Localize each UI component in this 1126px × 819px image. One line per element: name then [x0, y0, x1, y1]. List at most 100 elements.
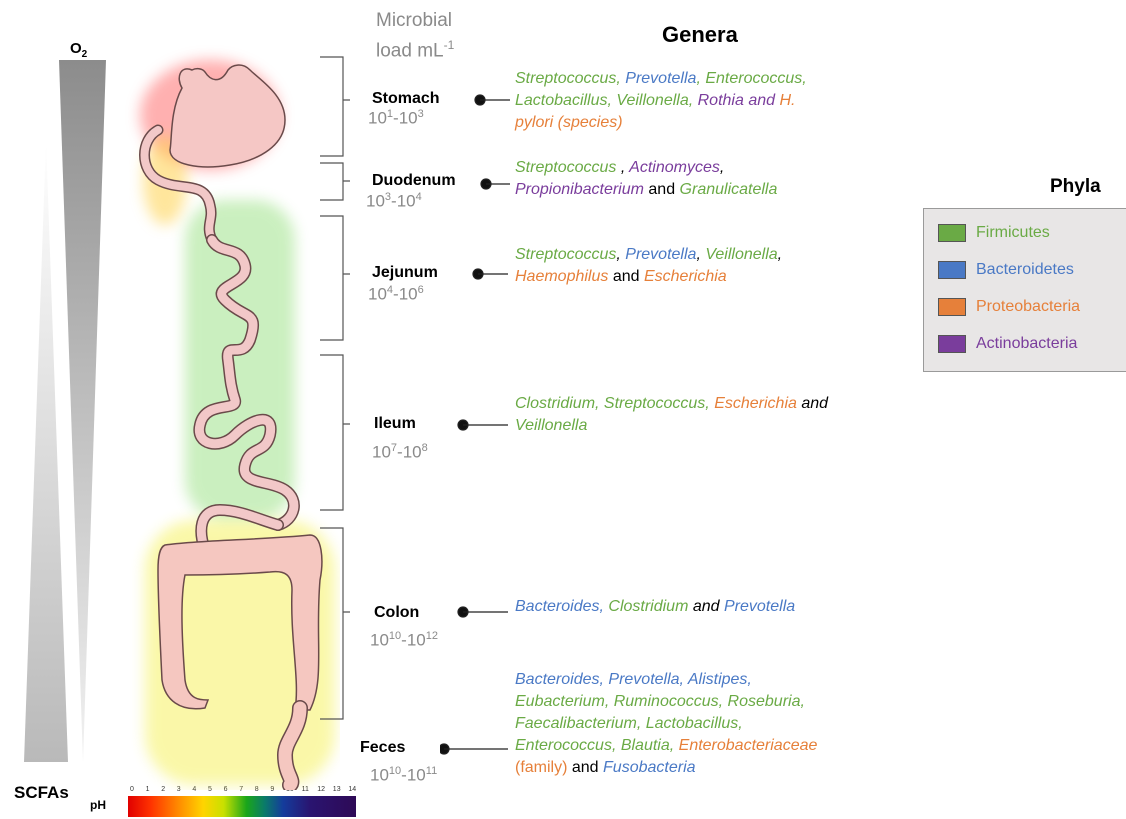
genus-text: Prevotella	[625, 246, 696, 263]
microbial-load-line2: load mL-1	[376, 33, 486, 63]
load-load-base2: 10	[397, 192, 416, 211]
genera-line: Haemophilus and Escherichia	[515, 266, 782, 288]
load-load-exp2: 6	[418, 284, 424, 296]
genus-text: Enterobacteriaceae	[679, 737, 818, 754]
load-load-base2: 10	[407, 631, 426, 650]
genus-text: Bacteroides	[515, 598, 600, 615]
genus-text: Streptococcus	[604, 395, 705, 412]
genus-text: ,	[612, 737, 621, 754]
genus-text: and	[644, 181, 680, 198]
segment-name-colon: Colon	[374, 604, 419, 622]
phyla-item-firmicutes: Firmicutes	[938, 223, 1050, 243]
genus-text: ,	[616, 246, 625, 263]
genus-text: Alistipes	[688, 671, 748, 688]
segment-name-stomach: Stomach	[372, 90, 440, 108]
phyla-label: Actinobacteria	[976, 335, 1077, 353]
genus-text: Escherichia	[644, 268, 727, 285]
genera-list-ileum: Clostridium, Streptococcus, Escherichia …	[515, 393, 828, 437]
genus-text: Blautia	[621, 737, 670, 754]
phyla-item-proteobacteria: Proteobacteria	[938, 297, 1080, 317]
o2-triangle	[59, 60, 106, 762]
phyla-swatch	[938, 224, 966, 242]
genus-text: ,	[616, 159, 629, 176]
load-load-base1: 10	[370, 766, 389, 785]
genus-text: Actinomyces	[629, 159, 720, 176]
genus-text: Clostridium	[515, 395, 595, 412]
load-load-base2: 10	[399, 109, 418, 128]
genus-text: and	[608, 268, 644, 285]
genus-text: Clostridium	[608, 598, 688, 615]
genus-text: ,	[719, 693, 728, 710]
segment-name-feces: Feces	[360, 739, 405, 757]
genus-text: Enterococcus	[705, 70, 802, 87]
load-load-exp1: 3	[385, 191, 391, 203]
genera-line: (family) and Fusobacteria	[515, 757, 817, 779]
genus-text: (family)	[515, 759, 567, 776]
load-load-base1: 10	[368, 285, 387, 304]
genus-text: Rothia and	[698, 92, 780, 109]
microbial-load-feces: 1010-1011	[370, 765, 437, 786]
load-load-exp1: 10	[389, 630, 401, 642]
genera-line: Streptococcus , Actinomyces,	[515, 157, 777, 179]
microbial-load-ileum: 107-108	[372, 442, 428, 463]
genus-text: Bacteroides	[515, 671, 600, 688]
genus-text: ,	[705, 395, 714, 412]
genus-text: Prevotella	[625, 70, 696, 87]
load-load-base2: 10	[399, 285, 418, 304]
genus-text: pylori (species)	[515, 114, 623, 131]
genus-text: Haemophilus	[515, 268, 608, 285]
phyla-swatch	[938, 298, 966, 316]
genus-text: ,	[778, 246, 782, 263]
microbial-load-duodenum: 103-104	[366, 191, 422, 212]
genus-text: and	[797, 395, 828, 412]
load-load-exp2: 8	[422, 442, 428, 454]
genus-text: ,	[696, 70, 705, 87]
genus-text: Lactobacillus	[646, 715, 739, 732]
o2-label: O2	[70, 40, 87, 60]
genera-line: Bacteroides, Prevotella, Alistipes,	[515, 669, 817, 691]
genus-text: ,	[689, 92, 698, 109]
genus-text: ,	[595, 395, 604, 412]
phyla-swatch	[938, 261, 966, 279]
microbial-load-line1: Microbial	[376, 8, 486, 33]
phyla-swatch	[938, 335, 966, 353]
genus-text: ,	[720, 159, 724, 176]
genus-text: ,	[800, 693, 804, 710]
genus-text: Enterococcus	[515, 737, 612, 754]
genus-text: Roseburia	[728, 693, 801, 710]
phyla-item-actinobacteria: Actinobacteria	[938, 334, 1077, 354]
load-load-base1: 10	[370, 631, 389, 650]
segment-name-ileum: Ileum	[374, 415, 416, 433]
genus-text: Streptococcus	[515, 246, 616, 263]
load-load-exp1: 4	[387, 284, 393, 296]
genus-text: Faecalibacterium	[515, 715, 637, 732]
genera-list-jejunum: Streptococcus, Prevotella, Veillonella,H…	[515, 244, 782, 288]
genera-line: pylori (species)	[515, 112, 807, 134]
phyla-label: Firmicutes	[976, 224, 1050, 242]
genus-text: ,	[738, 715, 742, 732]
microbial-load-colon: 1010-1012	[370, 630, 438, 651]
genus-text: Lactobacillus	[515, 92, 608, 109]
phyla-title: Phyla	[1050, 176, 1101, 198]
load-load-exp1: 7	[391, 442, 397, 454]
load-load-exp2: 3	[418, 108, 424, 120]
load-load-exp1: 10	[389, 765, 401, 777]
genus-text: Prevotella	[724, 598, 795, 615]
genera-list-colon: Bacteroides, Clostridium and Prevotella	[515, 596, 795, 618]
genus-text: ,	[680, 671, 688, 688]
load-load-exp2: 4	[416, 191, 422, 203]
load-load-exp2: 11	[426, 765, 437, 777]
genus-text: H.	[779, 92, 795, 109]
genera-line: Enterococcus, Blautia, Enterobacteriacea…	[515, 735, 817, 757]
genera-line: Streptococcus, Prevotella, Veillonella,	[515, 244, 782, 266]
gi-tract-illustration	[110, 40, 340, 790]
microbial-load-stomach: 101-103	[368, 108, 424, 129]
genera-line: Lactobacillus, Veillonella, Rothia and H…	[515, 90, 807, 112]
genus-text: Granulicatella	[680, 181, 778, 198]
genus-text: Prevotella	[608, 671, 679, 688]
stomach-shape	[170, 65, 285, 167]
segment-name-jejunum: Jejunum	[372, 264, 438, 282]
ph-bar	[128, 796, 356, 817]
genus-text: Streptococcus	[515, 159, 616, 176]
genera-line: Veillonella	[515, 415, 828, 437]
